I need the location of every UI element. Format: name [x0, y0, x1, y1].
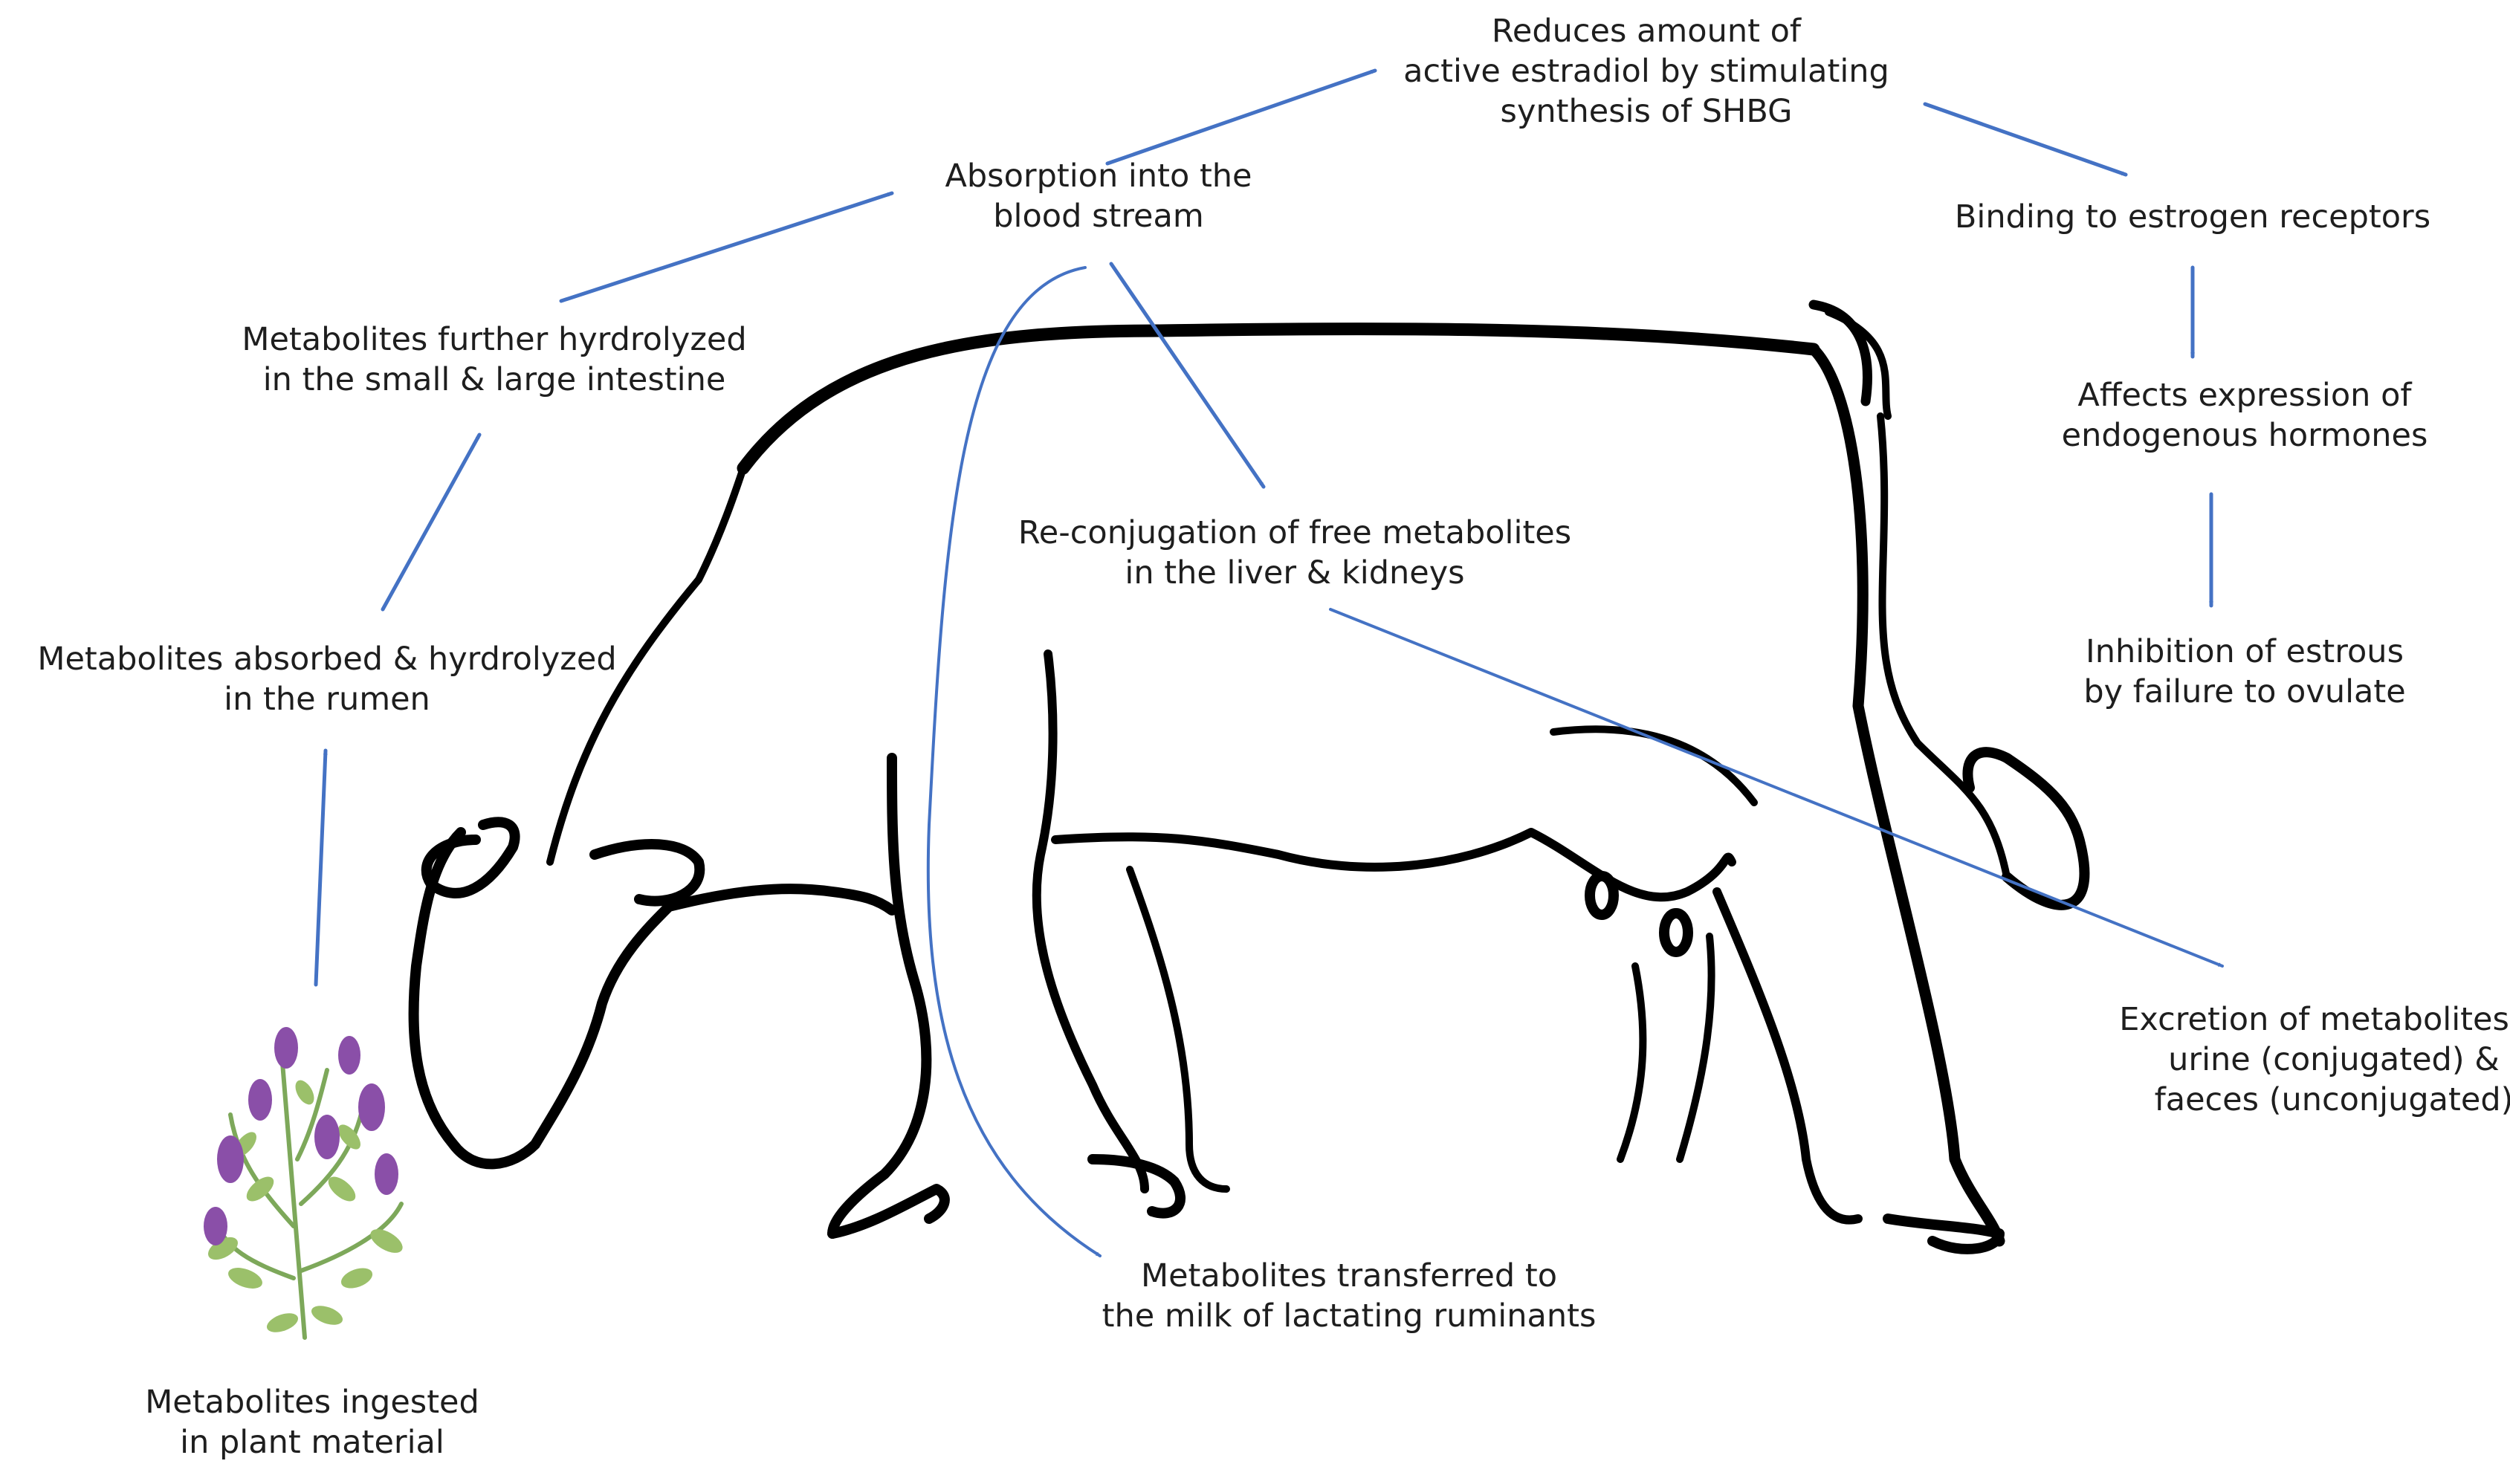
node-reconjugation-line-2: in the liver & kidneys	[1125, 554, 1465, 592]
alfalfa-plant-icon	[204, 1027, 404, 1340]
arrow-reconjugation-to-excretion	[1329, 608, 2224, 968]
node-reconjugation-line-1: Re-conjugation of free metabolites	[1018, 514, 1572, 551]
node-bloodstream-line-1: Absorption into the	[945, 158, 1252, 195]
node-rumen: Metabolites absorbed & hyrdrolyzed in th…	[37, 639, 616, 719]
node-shbg: Reduces amount of active estradiol by st…	[1403, 11, 1889, 132]
arrow-ingested-to-rumen	[314, 748, 328, 987]
node-intestine-line-1: Metabolites further hyrdrolyzed	[242, 321, 747, 358]
node-hormones: Affects expression of endogenous hormone…	[2062, 375, 2428, 456]
arrow-bloodstream-to-reconjugation	[1109, 262, 1266, 489]
node-rumen-line-1: Metabolites absorbed & hyrdrolyzed	[37, 641, 617, 678]
node-intestine: Metabolites further hyrdrolyzed in the s…	[242, 320, 746, 400]
node-shbg-line-1: Reduces amount of	[1491, 13, 1802, 50]
node-estrous-line-2: by failure to ovulate	[2083, 673, 2406, 710]
arrow-bloodstream-to-milk	[926, 266, 1102, 1257]
node-excretion-line-3: faeces (unconjugated)	[2154, 1081, 2510, 1118]
node-estrous-line-1: Inhibition of estrous	[2086, 633, 2404, 670]
arrow-shbg-to-receptors	[1923, 102, 2128, 177]
node-reconjugation: Re-conjugation of free metabolites in th…	[1018, 513, 1571, 593]
node-ingested: Metabolites ingested in plant material	[145, 1382, 479, 1462]
node-hormones-line-2: endogenous hormones	[2061, 417, 2428, 454]
node-ingested-line-2: in plant material	[180, 1424, 444, 1461]
arrow-intestine-to-bloodstream	[559, 191, 894, 303]
cow-outline-icon	[408, 299, 2090, 1254]
node-milk: Metabolites transferred to the milk of l…	[1102, 1256, 1597, 1336]
arrow-rumen-to-intestine	[381, 432, 482, 612]
node-excretion-line-2: urine (conjugated) &	[2168, 1041, 2500, 1078]
node-milk-line-2: the milk of lactating ruminants	[1102, 1297, 1597, 1335]
node-excretion-line-1: Excretion of metabolites in	[2119, 1001, 2510, 1038]
node-ingested-line-1: Metabolites ingested	[145, 1384, 479, 1421]
flow-arrows	[314, 68, 2224, 1257]
node-intestine-line-2: in the small & large intestine	[262, 361, 726, 398]
node-hormones-line-1: Affects expression of	[2077, 377, 2412, 414]
node-receptors: Binding to estrogen receptors	[1955, 197, 2430, 237]
node-milk-line-1: Metabolites transferred to	[1140, 1257, 1558, 1295]
node-shbg-line-2: active estradiol by stimulating	[1403, 53, 1889, 90]
node-excretion: Excretion of metabolites in urine (conju…	[2119, 999, 2510, 1120]
arrow-bloodstream-to-shbg	[1105, 68, 1377, 166]
node-bloodstream-line-2: blood stream	[993, 198, 1204, 235]
node-estrous: Inhibition of estrous by failure to ovul…	[2083, 632, 2405, 712]
node-receptors-line-1: Binding to estrogen receptors	[1954, 198, 2431, 236]
node-rumen-line-2: in the rumen	[224, 681, 430, 718]
node-shbg-line-3: synthesis of SHBG	[1500, 93, 1793, 130]
node-bloodstream: Absorption into the blood stream	[945, 156, 1252, 236]
